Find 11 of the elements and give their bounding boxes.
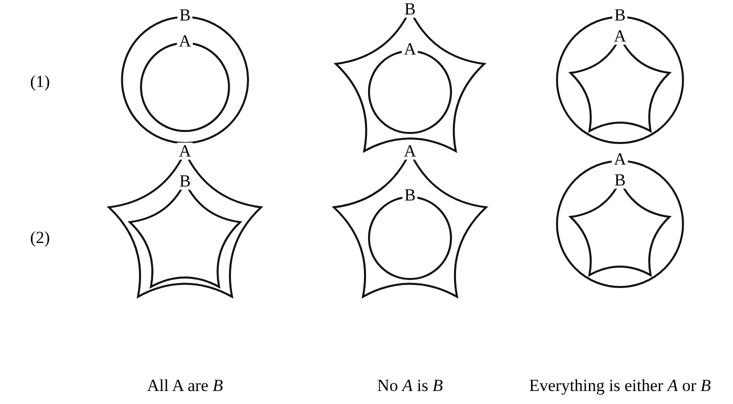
caption-text: No A is B xyxy=(377,376,443,396)
row-number: (2) xyxy=(30,228,50,248)
set-label: A xyxy=(612,28,628,45)
set-label: B xyxy=(612,172,628,189)
set-label: B xyxy=(402,0,418,18)
set-label: A xyxy=(402,142,418,160)
set-label: B xyxy=(177,172,193,190)
set-label: A xyxy=(176,142,194,160)
row-number: (1) xyxy=(30,72,50,92)
caption-text: Everything is either A or B xyxy=(529,376,711,396)
caption-text: All A are B xyxy=(146,376,224,396)
